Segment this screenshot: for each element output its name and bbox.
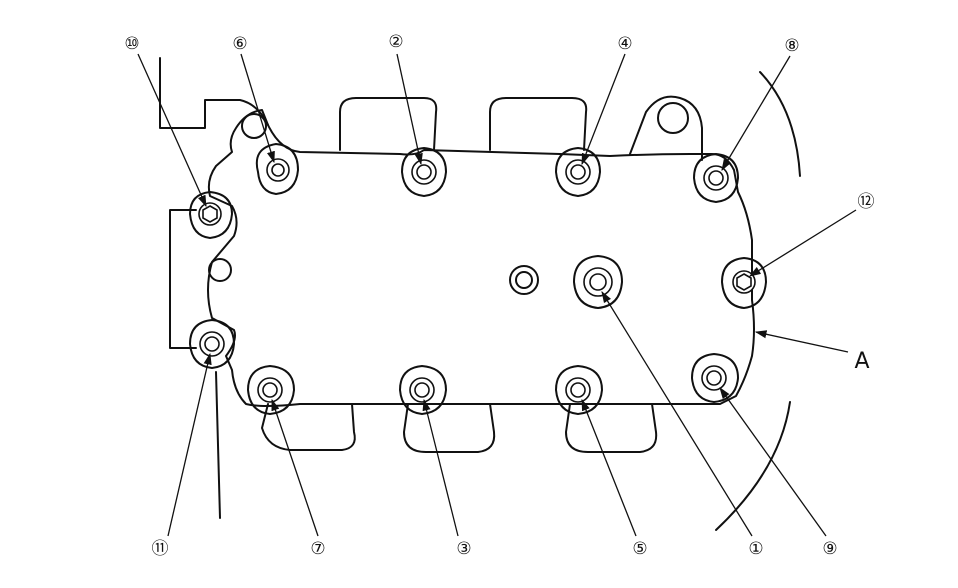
cover-body-outline — [207, 109, 755, 407]
center-plug-inner — [515, 271, 533, 289]
top-flange-1 — [339, 97, 438, 151]
callout-1: ① — [748, 539, 763, 559]
leader-7 — [271, 398, 319, 537]
callout-12: ⑫ — [858, 192, 875, 212]
boss-7 — [247, 365, 295, 415]
boss-2 — [401, 147, 447, 197]
callout-8: ⑧ — [784, 36, 799, 56]
right-bracket-arc-bottom — [715, 401, 791, 531]
callout-11: ⑪ — [152, 539, 169, 559]
bottom-flange-2 — [403, 403, 496, 453]
boss-6 — [255, 143, 299, 195]
bolt-9 — [701, 365, 727, 391]
lower-left-stem — [215, 371, 221, 519]
center-plug-outer — [509, 265, 539, 295]
leader-a — [754, 330, 849, 353]
bolt-8 — [703, 165, 729, 191]
leader-6 — [240, 53, 275, 164]
bolt-2 — [411, 159, 437, 185]
callout-9: ⑨ — [822, 539, 837, 559]
bottom-flange-3 — [565, 403, 658, 453]
bottom-flange-1 — [261, 403, 356, 451]
upper-left-bracket — [159, 57, 269, 129]
bolt-7 — [257, 377, 283, 403]
leader-5 — [581, 398, 637, 537]
bolt-11 — [199, 331, 225, 357]
bolt-3 — [409, 377, 435, 403]
boss-1 — [573, 255, 623, 309]
callout-7: ⑦ — [310, 539, 325, 559]
leader-12 — [749, 209, 857, 277]
left-side-hole — [208, 258, 232, 282]
bolt-1 — [583, 267, 613, 297]
bolt-5 — [565, 377, 591, 403]
leader-4 — [581, 53, 626, 166]
upper-left-hole — [241, 113, 267, 139]
right-bracket-arc-top — [759, 71, 801, 177]
bolt-10 — [198, 202, 222, 226]
boss-8 — [693, 153, 739, 203]
boss-11 — [189, 319, 235, 369]
callout-10: ⑩ — [124, 34, 139, 54]
boss-5 — [555, 365, 603, 415]
callout-2: ② — [388, 32, 403, 52]
callout-4: ④ — [617, 34, 632, 54]
left-rail-outline — [169, 209, 197, 349]
leader-3 — [422, 398, 459, 537]
boss-4 — [555, 147, 601, 197]
leader-1 — [601, 291, 753, 537]
top-right-ear-hole — [657, 102, 689, 134]
leader-9 — [719, 387, 827, 537]
leader-10 — [137, 53, 207, 208]
boss-9 — [691, 353, 739, 403]
callout-6: ⑥ — [232, 34, 247, 54]
bolt-4 — [565, 159, 591, 185]
leader-11 — [167, 352, 212, 537]
bolt-6 — [266, 158, 290, 182]
leader-8 — [721, 55, 791, 172]
callout-5: ⑤ — [632, 539, 647, 559]
top-right-ear — [629, 95, 703, 161]
top-flange-2 — [489, 97, 588, 151]
boss-12 — [721, 257, 767, 309]
boss-3 — [399, 365, 447, 415]
callout-3: ③ — [456, 539, 471, 559]
label-a: A — [854, 349, 869, 374]
leader-2 — [396, 53, 423, 166]
